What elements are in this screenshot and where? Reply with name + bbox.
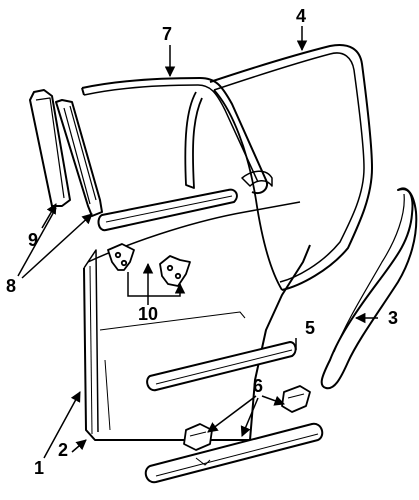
callout-1: 1: [34, 458, 44, 478]
rocker-molding: [144, 422, 324, 484]
molding-clip-left: [183, 423, 213, 451]
callout-7: 7: [162, 24, 172, 44]
belt-molding: [97, 188, 238, 232]
leader-8b: [21, 213, 93, 279]
upper-hinge: [107, 243, 135, 271]
window-glass-run: [81, 77, 273, 194]
rear-seal: [320, 187, 418, 390]
callout-9: 9: [28, 230, 38, 250]
leader-8a: [17, 207, 57, 277]
leader-6b: [261, 395, 285, 406]
leader-6c: [240, 397, 259, 437]
leader-lines: [17, 26, 378, 459]
leader-9: [41, 203, 57, 229]
callout-5: 5: [305, 318, 315, 338]
callout-4: 4: [296, 6, 306, 26]
leader-1: [43, 391, 81, 459]
callout-3: 3: [388, 308, 398, 328]
lower-door-molding: [146, 341, 297, 392]
door-shell: [83, 201, 311, 441]
molding-clip-right: [281, 385, 311, 413]
callout-10: 10: [138, 304, 158, 324]
callout-2: 2: [58, 440, 68, 460]
door-weatherstrip: [209, 44, 373, 291]
callout-8: 8: [6, 276, 16, 296]
leader-6a: [207, 395, 257, 433]
pillar-molding-inner: [55, 99, 103, 217]
leader-2: [71, 439, 87, 453]
callout-6: 6: [253, 376, 263, 396]
lower-hinge: [159, 255, 191, 287]
leader-10a: [127, 272, 186, 297]
